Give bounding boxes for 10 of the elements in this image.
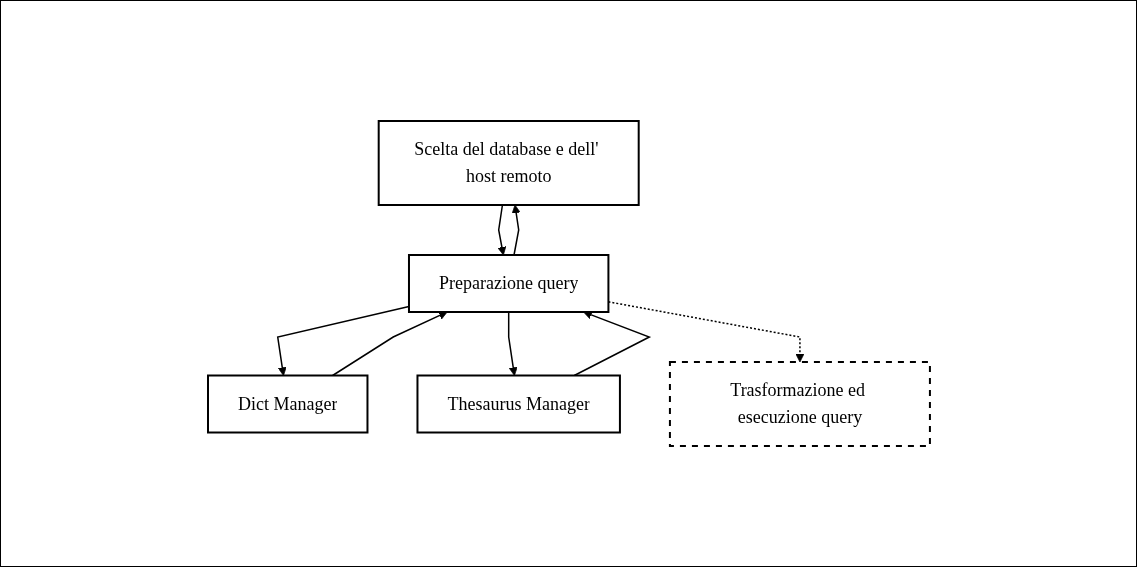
node-box: Dict Manager	[206, 374, 368, 434]
node-box: Preparazione query	[407, 254, 609, 313]
arrow	[511, 204, 521, 256]
arrow	[331, 311, 448, 377]
node-box: Thesaurus Manager	[416, 374, 621, 434]
node-box: Trasformazione ed esecuzione query	[668, 361, 931, 447]
arrow	[497, 204, 506, 256]
arrow	[507, 311, 518, 376]
node-box: Scelta del database e dell' host remoto	[377, 120, 640, 206]
arrow	[607, 301, 804, 363]
